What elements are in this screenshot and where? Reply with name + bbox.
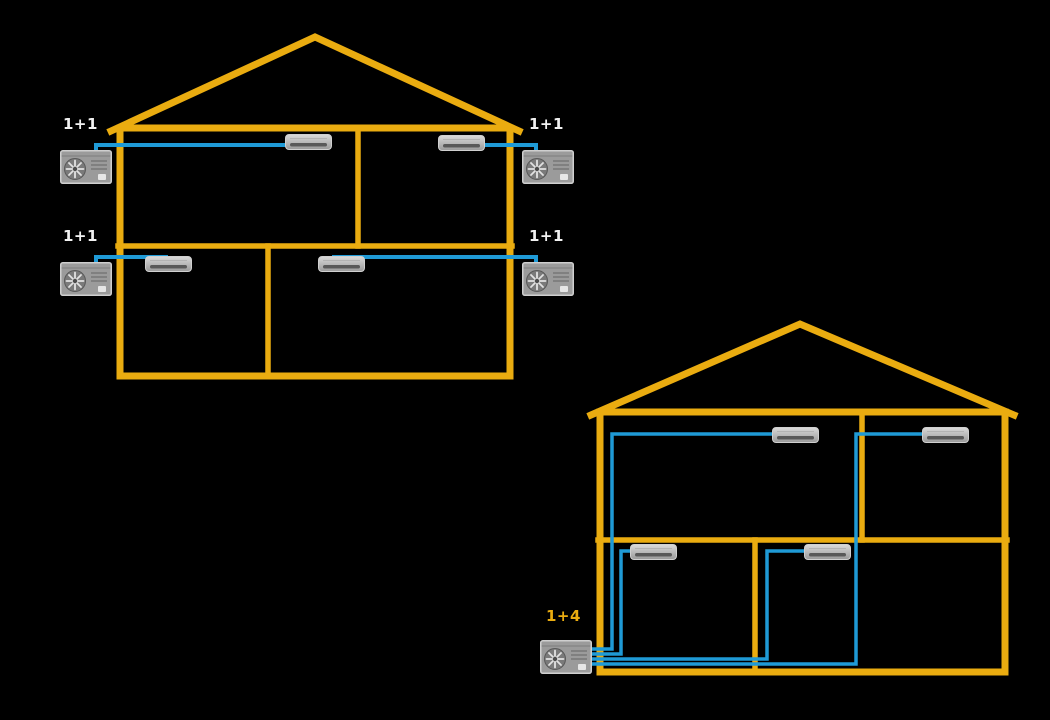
outdoor-condenser-unit-icon xyxy=(522,262,574,296)
outdoor-unit-label: 1+1 xyxy=(529,227,564,245)
left-house xyxy=(106,33,524,380)
outdoor-condenser-unit-icon xyxy=(60,262,112,296)
indoor-unit xyxy=(145,256,192,272)
indoor-unit xyxy=(772,427,819,443)
wall-mounted-indoor-unit-icon xyxy=(922,427,969,443)
pipe-right-bottom-middle xyxy=(588,549,822,661)
pipe-left-bottom-right xyxy=(332,255,538,264)
indoor-unit xyxy=(285,134,332,150)
outdoor-unit xyxy=(60,150,112,184)
wall-mounted-indoor-unit-icon xyxy=(438,135,485,151)
outdoor-condenser-unit-icon xyxy=(540,640,592,674)
right-house-roof xyxy=(586,320,1019,420)
indoor-unit xyxy=(922,427,969,443)
pipe-right-top-right xyxy=(588,432,940,666)
wall-mounted-indoor-unit-icon xyxy=(772,427,819,443)
outdoor-unit-label: 1+1 xyxy=(63,115,98,133)
outdoor-unit xyxy=(522,262,574,296)
outdoor-unit xyxy=(60,262,112,296)
indoor-unit xyxy=(630,544,677,560)
outdoor-condenser-unit-icon xyxy=(60,150,112,184)
wall-mounted-indoor-unit-icon xyxy=(285,134,332,150)
pipe-left-top-left xyxy=(94,143,302,152)
indoor-unit xyxy=(804,544,851,560)
outdoor-unit-label: 1+1 xyxy=(529,115,564,133)
outdoor-unit xyxy=(540,640,592,674)
indoor-unit xyxy=(438,135,485,151)
outdoor-unit-label: 1+1 xyxy=(63,227,98,245)
wall-mounted-indoor-unit-icon xyxy=(630,544,677,560)
left-house-pipes xyxy=(94,143,538,264)
wall-mounted-indoor-unit-icon xyxy=(145,256,192,272)
pipe-left-bottom-left xyxy=(94,255,168,264)
wall-mounted-indoor-unit-icon xyxy=(318,256,365,272)
pipe-right-top-left xyxy=(588,432,792,651)
outdoor-unit-label: 1+4 xyxy=(546,607,581,625)
left-house-roof xyxy=(106,33,524,136)
wall-mounted-indoor-unit-icon xyxy=(804,544,851,560)
indoor-unit xyxy=(318,256,365,272)
outdoor-unit xyxy=(522,150,574,184)
left-house-outer-walls xyxy=(116,124,514,380)
outdoor-condenser-unit-icon xyxy=(522,150,574,184)
right-house xyxy=(586,320,1019,676)
